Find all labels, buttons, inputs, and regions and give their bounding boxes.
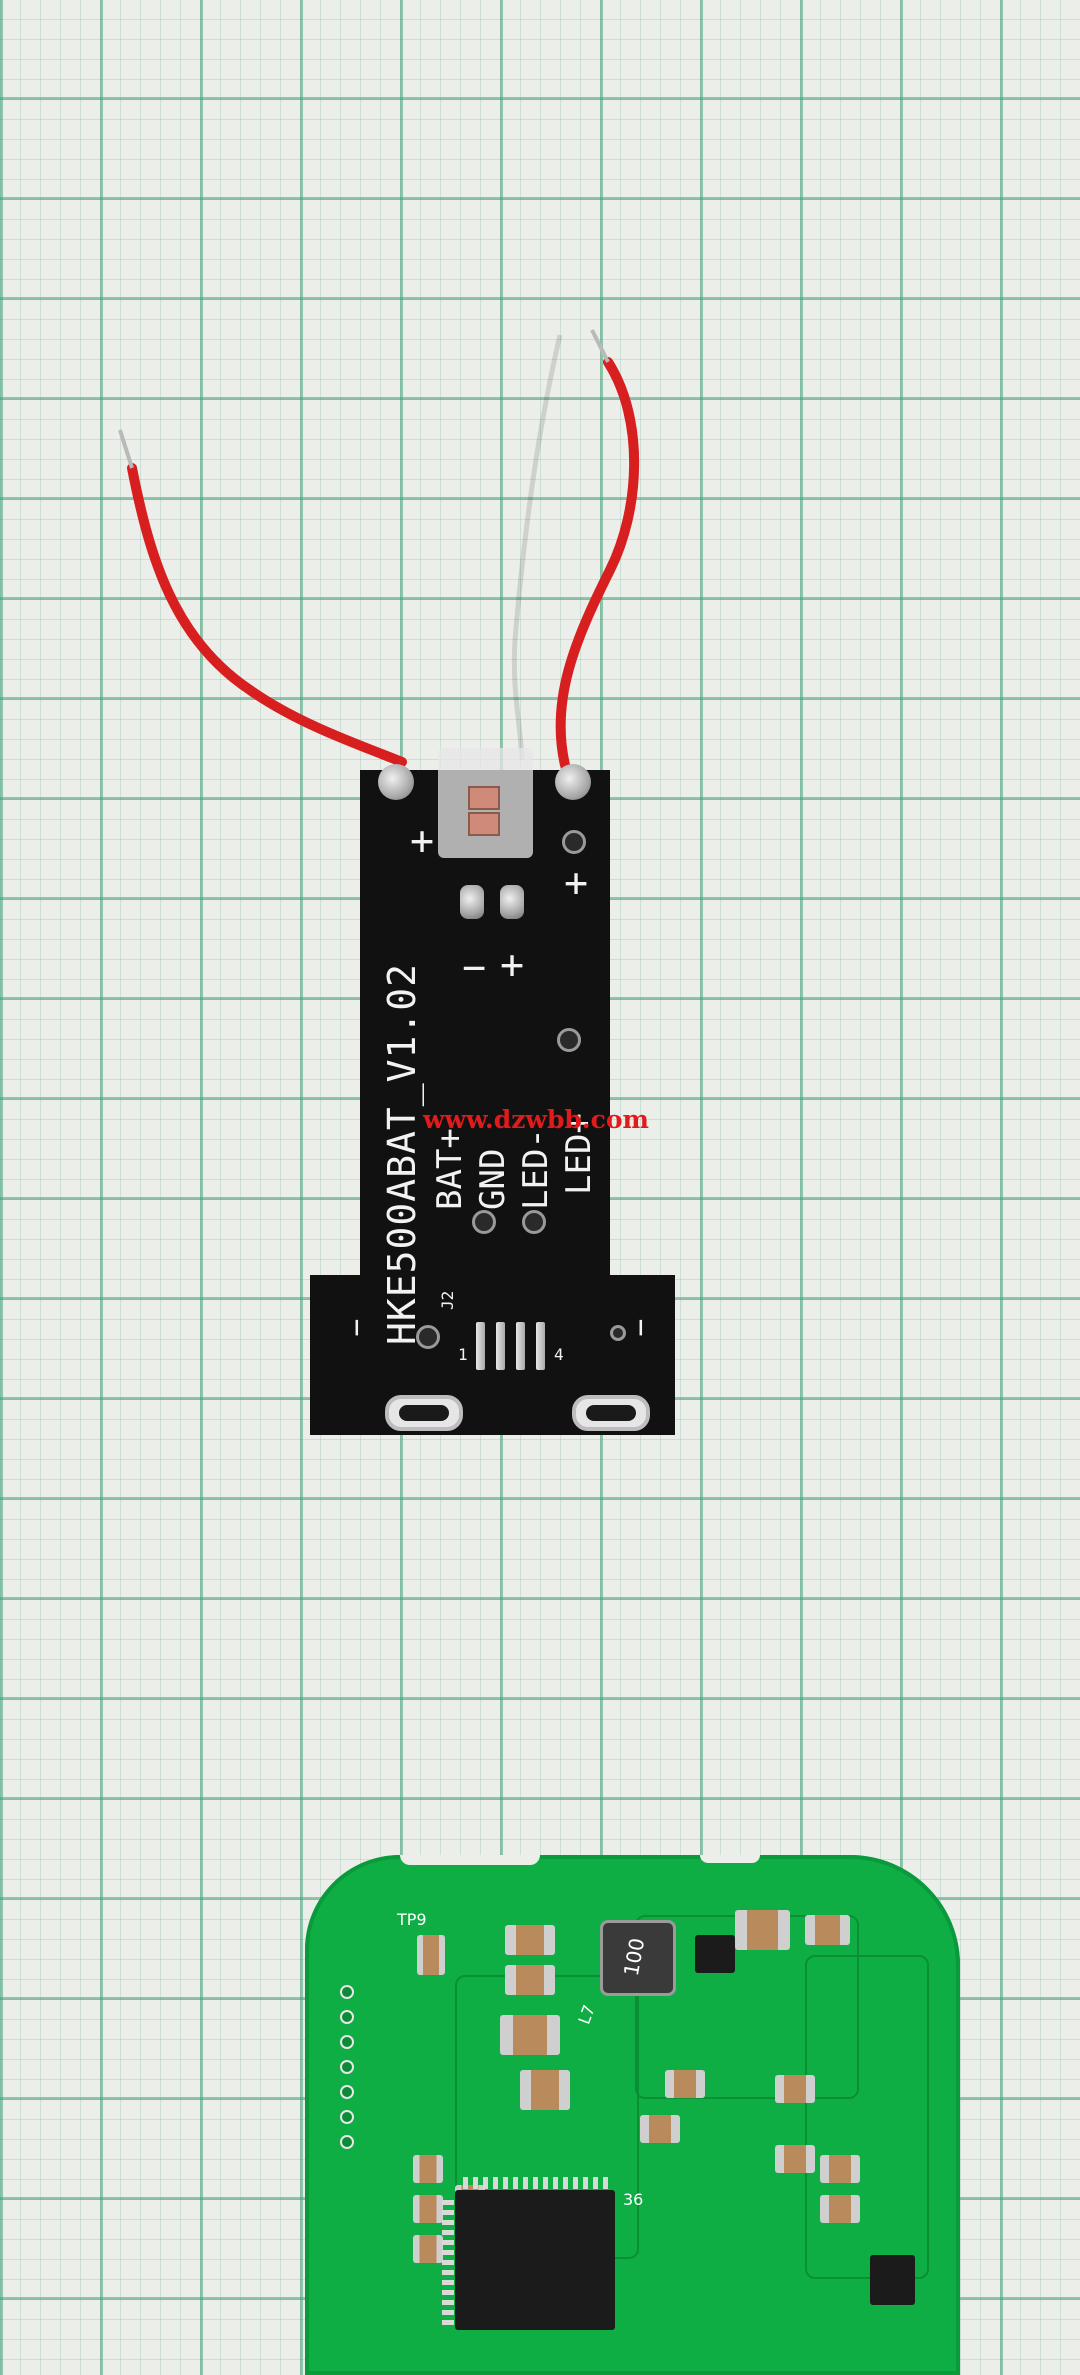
pin-label-bat-plus: BAT+ <box>430 1128 470 1210</box>
test-point <box>340 2060 354 2074</box>
inductor-label: 100 <box>618 1936 650 1978</box>
via-gnd <box>472 1210 496 1234</box>
wire-shadow <box>511 334 563 761</box>
test-point <box>340 1985 354 1999</box>
led-leg-left <box>460 885 484 919</box>
capacitor <box>413 2155 443 2183</box>
pin4-label: 4 <box>554 1345 564 1364</box>
left-wire-tip <box>118 429 134 469</box>
test-point <box>340 2010 354 2024</box>
capacitor <box>665 2070 705 2098</box>
ic-pins-left <box>442 2200 454 2325</box>
capacitor <box>820 2195 860 2223</box>
right-wire-pad <box>555 764 591 800</box>
capacitor <box>520 2070 570 2110</box>
watermark: www.dzwbb.com <box>423 1105 649 1134</box>
j2-label: J2 <box>438 1290 457 1310</box>
test-point <box>340 2085 354 2099</box>
right-wire-tip <box>590 329 610 363</box>
left-wire-pad <box>378 764 414 800</box>
test-point <box>340 2135 354 2149</box>
plus-left-label: + <box>410 818 435 864</box>
capacitor <box>775 2145 815 2173</box>
main-ic <box>455 2190 615 2330</box>
led-minus-label: − <box>462 945 487 991</box>
pin-label-led-minus: LED- <box>516 1128 556 1210</box>
pin-label-gnd: GND <box>473 1148 513 1210</box>
via-led-plus <box>557 1028 581 1052</box>
via-j2 <box>416 1325 440 1349</box>
model-label: HKE500ABAT_V1.02 <box>380 962 424 1345</box>
via-right-small <box>610 1325 626 1341</box>
small-ic-right <box>870 2255 915 2305</box>
inductor: 100 <box>600 1920 676 1996</box>
wires <box>118 329 640 770</box>
capacitor <box>735 1910 790 1950</box>
minus-right-label: − <box>623 1318 659 1337</box>
via-led-minus <box>522 1210 546 1234</box>
capacitor <box>413 2195 443 2223</box>
plus-right-label: + <box>564 860 589 906</box>
led-leg-right <box>500 885 524 919</box>
test-point <box>340 2035 354 2049</box>
pin1-label: 1 <box>458 1345 468 1364</box>
capacitor <box>820 2155 860 2183</box>
right-red-wire <box>555 357 640 770</box>
capacitor <box>775 2075 815 2103</box>
capacitor <box>505 1925 555 1955</box>
ic-pin-label: 36 <box>623 2190 644 2209</box>
capacitor <box>413 2235 443 2263</box>
trace <box>805 1955 929 2279</box>
ic-pins-top <box>463 2177 609 2189</box>
battery-led-board: + + − + HKE500ABAT_V1.02 BAT+ GND LED- L… <box>310 748 675 1435</box>
led-component <box>438 748 533 858</box>
via-top-right <box>562 830 586 854</box>
capacitor <box>417 1935 445 1975</box>
board-outline <box>310 770 675 1435</box>
capacitor <box>805 1915 850 1945</box>
test-point <box>340 2110 354 2124</box>
mount-slot-right <box>572 1395 650 1431</box>
capacitor <box>500 2015 560 2055</box>
left-red-wire <box>127 463 407 767</box>
main-green-board: TP9 L7 100 36 <box>305 1855 960 2375</box>
mount-slot-left <box>385 1395 463 1431</box>
connector-j2 <box>476 1322 546 1382</box>
capacitor <box>640 2115 680 2143</box>
tp9-label: TP9 <box>397 1910 427 1929</box>
minus-left-label: − <box>339 1318 375 1337</box>
led-plus-label: + <box>500 942 525 988</box>
sot-chip <box>695 1935 735 1973</box>
capacitor <box>505 1965 555 1995</box>
